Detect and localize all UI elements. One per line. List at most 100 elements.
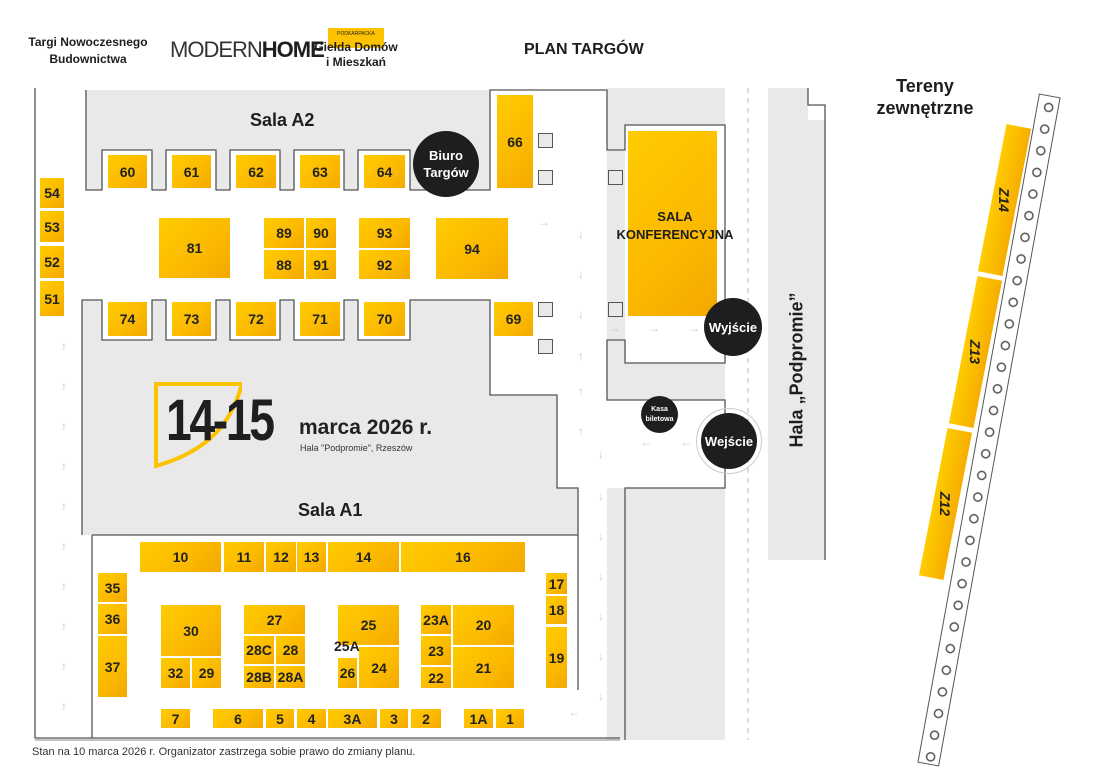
booth-88[interactable]: 88 (264, 250, 304, 279)
zone-label: Z13 (967, 339, 984, 365)
booth-22[interactable]: 22 (421, 667, 451, 688)
booth-25[interactable]: 25 (338, 605, 399, 645)
booth-94[interactable]: 94 (436, 218, 508, 279)
booth-61[interactable]: 61 (172, 155, 211, 188)
booth-18[interactable]: 18 (546, 596, 567, 624)
booth-11[interactable]: 11 (224, 542, 264, 572)
hala-podpromie-label: Hala „Podpromie” (786, 292, 807, 448)
arrow-up-icon: ↑ (578, 424, 584, 438)
booth-16[interactable]: 16 (401, 542, 525, 572)
booth-26[interactable]: 26 (338, 658, 357, 688)
booth-label: 64 (376, 163, 393, 180)
booth-label: 35 (104, 579, 121, 596)
booth-label: 20 (475, 617, 492, 633)
booth-64[interactable]: 64 (364, 155, 405, 188)
booth-2[interactable]: 2 (411, 709, 441, 728)
zone-label: Z12 (937, 491, 954, 517)
booth-35[interactable]: 35 (98, 573, 127, 602)
booth-label: 3 (390, 710, 398, 727)
booth-81[interactable]: 81 (159, 218, 230, 278)
booth-12[interactable]: 12 (266, 542, 296, 572)
booth-6[interactable]: 6 (213, 709, 263, 728)
booth-30[interactable]: 30 (161, 605, 221, 656)
booth-label: 81 (186, 240, 203, 256)
booth-label: 60 (119, 163, 136, 180)
booth-28a[interactable]: 28A (276, 666, 305, 688)
fair-office-marker[interactable]: Biuro Targów (413, 131, 479, 197)
booth-92[interactable]: 92 (359, 250, 410, 279)
booth-label: 14 (355, 549, 372, 565)
booth-28c[interactable]: 28C (244, 636, 274, 664)
booth-69[interactable]: 69 (494, 302, 533, 336)
booth-89[interactable]: 89 (264, 218, 304, 248)
booth-52[interactable]: 52 (40, 246, 64, 278)
booth-29[interactable]: 29 (192, 658, 221, 688)
booth-28b[interactable]: 28B (244, 666, 274, 688)
outdoor-label-line: Tereny (896, 76, 954, 96)
booth-5[interactable]: 5 (266, 709, 294, 728)
booth-28[interactable]: 28 (276, 636, 305, 664)
booth-91[interactable]: 91 (306, 250, 336, 279)
ticket-label: biletowa (645, 415, 674, 423)
booth-19[interactable]: 19 (546, 627, 567, 688)
exit-marker[interactable]: Wyjście (704, 298, 762, 356)
booth-1a[interactable]: 1A (464, 709, 493, 728)
booth-62[interactable]: 62 (236, 155, 276, 188)
page-title: PLAN TARGÓW (524, 41, 644, 58)
booth-10[interactable]: 10 (140, 542, 221, 572)
booth-label: 53 (44, 218, 60, 235)
booth-13[interactable]: 13 (297, 542, 326, 572)
booth-4[interactable]: 4 (297, 709, 326, 728)
booth-93[interactable]: 93 (359, 218, 410, 248)
arrow-left-icon: ← (640, 435, 652, 449)
conference-room[interactable] (628, 131, 717, 316)
arrow-down-icon: ↓ (578, 267, 584, 281)
booth-63[interactable]: 63 (300, 155, 340, 188)
booth-1[interactable]: 1 (496, 709, 524, 728)
ticket-office-marker[interactable]: Kasa biletowa (641, 396, 678, 433)
arrow-right-icon: → (648, 321, 660, 335)
booth-73[interactable]: 73 (172, 302, 211, 336)
booth-60[interactable]: 60 (108, 155, 147, 188)
booth-25a[interactable]: 25A (334, 636, 360, 656)
arrow-up-icon: ↑ (61, 579, 67, 593)
booth-36[interactable]: 36 (98, 604, 127, 634)
booth-90[interactable]: 90 (306, 218, 336, 248)
booth-54[interactable]: 54 (40, 178, 64, 208)
booth-27[interactable]: 27 (244, 605, 305, 634)
pillar (538, 170, 553, 185)
booth-37[interactable]: 37 (98, 636, 127, 697)
booth-51[interactable]: 51 (40, 281, 64, 316)
booth-17[interactable]: 17 (546, 573, 567, 594)
booth-label: 51 (44, 290, 60, 307)
booth-72[interactable]: 72 (236, 302, 276, 336)
booth-71[interactable]: 71 (300, 302, 340, 336)
booth-53[interactable]: 53 (40, 211, 64, 242)
booth-70[interactable]: 70 (364, 302, 405, 336)
booth-3a[interactable]: 3A (328, 709, 377, 728)
booth-74[interactable]: 74 (108, 302, 147, 336)
booth-20[interactable]: 20 (453, 605, 514, 645)
booth-label: 23A (423, 611, 449, 628)
entrance-label: Wejście (704, 433, 754, 449)
booth-label: 26 (339, 665, 356, 681)
booth-3[interactable]: 3 (380, 709, 408, 728)
booth-23a[interactable]: 23A (421, 605, 451, 634)
arrow-up-icon: ↑ (61, 419, 67, 433)
booth-23[interactable]: 23 (421, 636, 451, 665)
booth-7[interactable]: 7 (161, 709, 190, 728)
booth-label: 29 (198, 665, 215, 681)
booth-label: 94 (464, 240, 480, 257)
booth-24[interactable]: 24 (359, 647, 399, 688)
booth-label: 16 (455, 549, 471, 565)
booth-21[interactable]: 21 (453, 647, 514, 688)
arrow-down-icon: ↓ (598, 569, 604, 583)
booth-32[interactable]: 32 (161, 658, 190, 688)
logo-gielda: Giełda Domów i Mieszkań (300, 40, 412, 70)
entrance-marker[interactable]: Wejście (701, 413, 757, 469)
booth-14[interactable]: 14 (328, 542, 399, 572)
booth-label: 37 (104, 658, 121, 675)
arrow-up-icon: ↑ (61, 499, 67, 513)
logo-line: Giełda Domów (314, 40, 398, 54)
booth-66[interactable]: 66 (497, 95, 533, 188)
